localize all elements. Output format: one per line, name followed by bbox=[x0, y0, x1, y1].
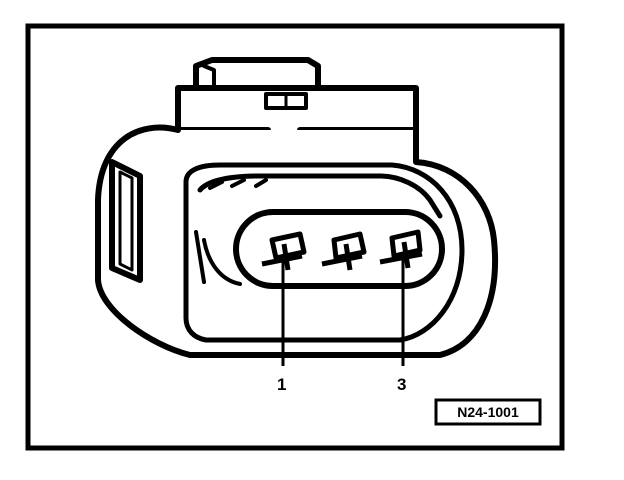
reference-code: N24-1001 bbox=[457, 404, 519, 420]
terminal-carrier-back bbox=[197, 173, 443, 219]
pin-2 bbox=[321, 231, 367, 271]
pin-3 bbox=[379, 229, 423, 269]
reference-code-box bbox=[434, 398, 542, 426]
pin-1 bbox=[261, 231, 307, 271]
callout-label-1: 1 bbox=[277, 375, 286, 394]
housing-inner-rim bbox=[183, 162, 465, 343]
latch-tab bbox=[193, 57, 321, 95]
callout-label-3: 3 bbox=[397, 375, 406, 394]
side-slot bbox=[109, 159, 143, 283]
